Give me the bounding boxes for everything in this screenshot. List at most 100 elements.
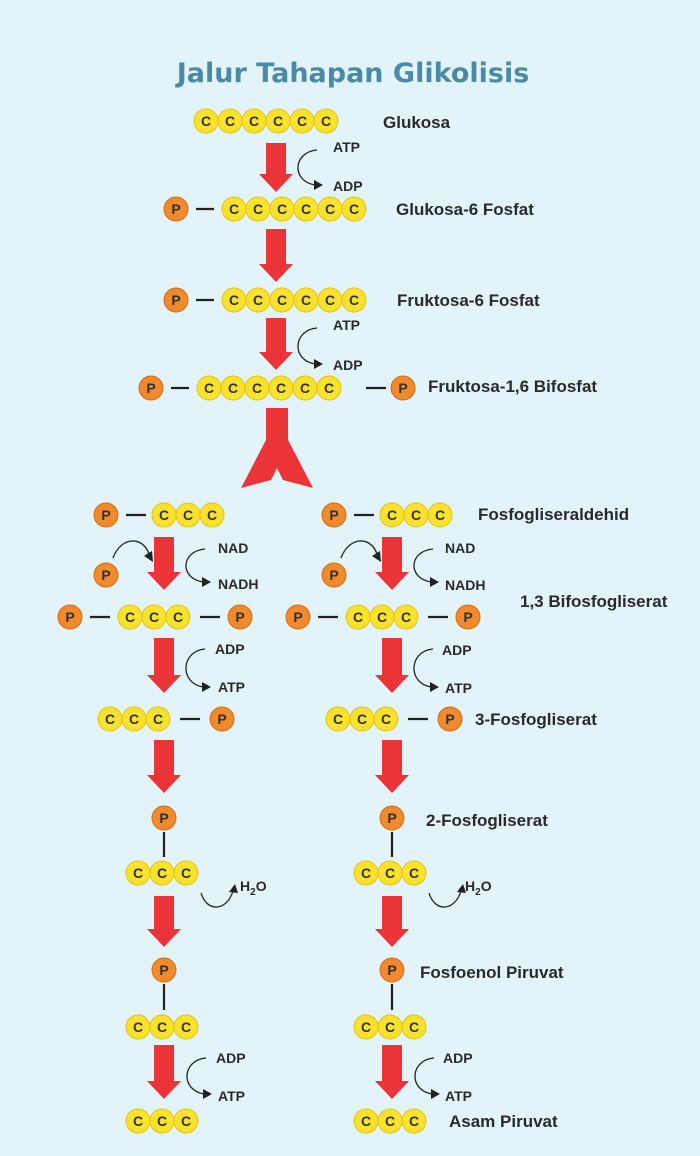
pep-left-carbon-3: C (173, 1014, 199, 1040)
svg-text:C: C (133, 1019, 143, 1035)
svg-text:C: C (129, 711, 139, 727)
2pg-left-carbon-3: C (173, 860, 199, 886)
label-fosfoenol-piruvat: Fosfoenol Piruvat (420, 963, 564, 982)
svg-text:P: P (146, 380, 155, 396)
f16bp-carbon-2: C (220, 375, 246, 401)
svg-text:C: C (385, 1019, 395, 1035)
bpg-phosphate-right-right: P (455, 604, 481, 630)
3pg-phosphate-right: P (437, 706, 463, 732)
svg-text:C: C (133, 865, 143, 881)
svg-text:C: C (349, 201, 359, 217)
label-3-fosfogliserat: 3-Fosfogliserat (475, 710, 597, 729)
f6p-carbon-5: C (317, 287, 343, 313)
pgal-right-carbon-1: C (379, 502, 405, 528)
svg-text:C: C (253, 292, 263, 308)
svg-text:C: C (149, 609, 159, 625)
svg-text:P: P (159, 810, 168, 826)
svg-text:C: C (385, 1113, 395, 1129)
pyruvate-right-carbon-3: C (401, 1108, 427, 1134)
svg-text:C: C (183, 507, 193, 523)
cofactor-adp-2: ADP (333, 357, 363, 373)
svg-text:C: C (409, 1019, 419, 1035)
svg-text:C: C (157, 1019, 167, 1035)
svg-text:C: C (157, 865, 167, 881)
svg-text:C: C (225, 113, 235, 129)
pgal-left-carbon-3: C (199, 502, 225, 528)
curve-nad-nadh-right (413, 548, 439, 587)
f16bp-carbon-4: C (268, 375, 294, 401)
g6p-carbon-4: C (293, 196, 319, 222)
svg-text:C: C (409, 865, 419, 881)
svg-text:C: C (321, 113, 331, 129)
label-glukosa: Glukosa (383, 113, 451, 132)
svg-text:C: C (249, 113, 259, 129)
arrow-2pg-to-pep-left (147, 896, 181, 947)
2pg-phosphate-right: P (379, 805, 405, 831)
pyruvate-left-carbon-2: C (149, 1108, 175, 1134)
arrow-3pg-to-2pg-right (375, 740, 409, 793)
svg-text:C: C (181, 865, 191, 881)
bpg-phosphate-right-left: P (227, 604, 253, 630)
2pg-right-carbon-1: C (353, 860, 379, 886)
pgal-left-carbon-1: C (151, 502, 177, 528)
arrow-pgal-to-bpg-right (375, 537, 409, 590)
svg-text:C: C (381, 711, 391, 727)
svg-text:C: C (301, 292, 311, 308)
glukosa-carbon-5: C (289, 108, 315, 134)
svg-text:C: C (204, 380, 214, 396)
svg-text:P: P (101, 567, 110, 583)
svg-text:C: C (277, 201, 287, 217)
svg-text:P: P (387, 962, 396, 978)
pep-phosphate-left: P (151, 957, 177, 983)
f16bp-carbon-6: C (316, 375, 342, 401)
bpg-right-carbon-2: C (369, 604, 395, 630)
bpg-left-carbon-1: C (117, 604, 143, 630)
cofactor-atp-1: ATP (333, 139, 360, 155)
bpg-right-carbon-1: C (345, 604, 371, 630)
curve-nad-nadh-left (185, 548, 211, 587)
svg-text:C: C (159, 507, 169, 523)
svg-text:P: P (398, 380, 407, 396)
f6p-carbon-3: C (269, 287, 295, 313)
svg-text:C: C (325, 292, 335, 308)
cofactor-atp-2: ATP (333, 317, 360, 333)
curve-adp-atp-1-right (413, 648, 439, 692)
pgal-phosphate-left: P (93, 502, 119, 528)
g6p-carbon-1: C (221, 196, 247, 222)
3pg-right-carbon-1: C (325, 706, 351, 732)
pgal-left-carbon-2: C (175, 502, 201, 528)
arrow-pgal-to-bpg-left (147, 537, 181, 590)
cofactor-adp-right-1: ADP (442, 642, 472, 658)
svg-text:C: C (228, 380, 238, 396)
cofactor-atp-right-1: ATP (445, 680, 472, 696)
svg-text:C: C (357, 711, 367, 727)
arrow-bpg-to-3pg-right (375, 638, 409, 693)
arrow-2pg-to-pep-right (375, 896, 409, 947)
glukosa-carbon-1: C (193, 108, 219, 134)
curve-water-right (428, 884, 466, 908)
svg-text:C: C (229, 292, 239, 308)
g6p-carbon-5: C (317, 196, 343, 222)
f6p-carbon-4: C (293, 287, 319, 313)
glukosa-carbon-3: C (241, 108, 267, 134)
svg-text:C: C (435, 507, 445, 523)
svg-text:P: P (329, 507, 338, 523)
svg-text:P: P (329, 567, 338, 583)
free-phosphate-right: P (321, 562, 347, 588)
g6p-carbon-3: C (269, 196, 295, 222)
bpg-left-carbon-2: C (141, 604, 167, 630)
label-glukosa-6-fosfat: Glukosa-6 Fosfat (396, 200, 534, 219)
3pg-phosphate-left: P (209, 706, 235, 732)
svg-text:P: P (171, 292, 180, 308)
svg-text:C: C (297, 113, 307, 129)
svg-text:C: C (361, 1019, 371, 1035)
svg-text:C: C (353, 609, 363, 625)
pep-left-carbon-2: C (149, 1014, 175, 1040)
arrow-pep-to-pyruvate-left (147, 1045, 181, 1099)
3pg-right-carbon-3: C (373, 706, 399, 732)
2pg-right-carbon-3: C (401, 860, 427, 886)
svg-text:C: C (181, 1113, 191, 1129)
g6p-phosphate: P (163, 196, 189, 222)
arrow-g6p-to-f6p (259, 229, 293, 282)
